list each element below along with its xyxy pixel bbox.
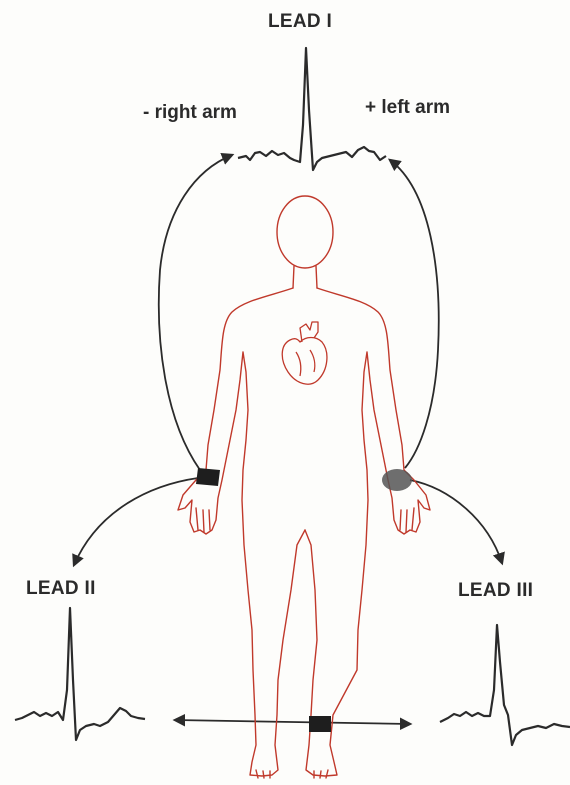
leg-lead-arrow [175, 720, 410, 724]
heart-icon [282, 322, 327, 384]
head [277, 196, 333, 268]
right-arm-electrode [196, 468, 220, 486]
lead1-left-arm-arrow [390, 160, 439, 468]
lead2-ecg-trace [15, 608, 145, 740]
lead3-ecg-trace [440, 625, 570, 745]
lead2-label: LEAD II [26, 578, 96, 600]
right-arm-label: - right arm [143, 102, 237, 124]
body-right-contour [305, 288, 430, 776]
body-left-contour [178, 288, 305, 776]
lead1-label: LEAD I [268, 11, 332, 33]
lead2-arrow [74, 478, 198, 565]
left-arm-electrode [382, 469, 412, 491]
lead3-label: LEAD III [458, 580, 533, 602]
lead1-ecg-trace [238, 48, 386, 170]
lead1-right-arm-arrow [159, 155, 232, 470]
left-arm-label: + left arm [365, 97, 450, 119]
left-leg-electrode [309, 716, 331, 732]
